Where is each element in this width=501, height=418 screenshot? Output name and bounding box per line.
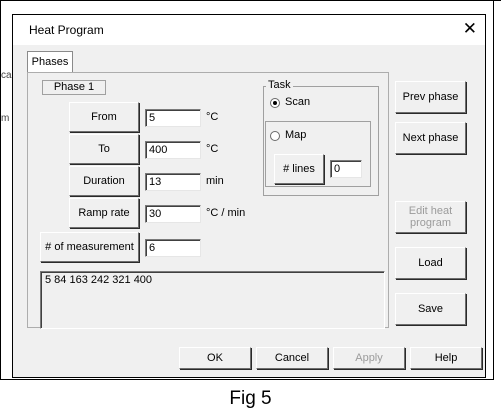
background-window-edge-top: [0, 0, 501, 1]
from-field[interactable]: 5: [145, 109, 201, 127]
lines-button[interactable]: # lines: [274, 154, 324, 184]
background-window-edge-left: [0, 0, 1, 380]
scan-radio-label[interactable]: Scan: [285, 96, 311, 108]
to-field[interactable]: 400: [145, 141, 201, 159]
number-of-measurement-field[interactable]: 6: [145, 239, 201, 257]
title-bar: Heat Program ✕: [13, 15, 485, 45]
apply-button[interactable]: Apply: [333, 347, 405, 369]
task-group-label: Task: [266, 79, 293, 91]
ramp-rate-button[interactable]: Ramp rate: [69, 198, 139, 228]
tab-phases[interactable]: Phases: [27, 51, 73, 73]
background-text-fragment: m: [1, 113, 10, 124]
map-radio-label[interactable]: Map: [285, 129, 307, 141]
scan-radio[interactable]: [270, 98, 280, 108]
prev-phase-button[interactable]: Prev phase: [395, 81, 466, 113]
map-radio[interactable]: [270, 131, 280, 141]
ramp-rate-unit: °C / min: [206, 207, 246, 219]
figure-caption: Fig 5: [229, 388, 272, 409]
background-window-edge-right: [493, 0, 494, 380]
load-button[interactable]: Load: [395, 247, 466, 279]
window-title: Heat Program: [29, 23, 104, 37]
map-group: [265, 121, 371, 187]
task-group: [263, 86, 379, 196]
phase-label: Phase 1: [42, 80, 106, 95]
lines-field[interactable]: 0: [330, 160, 362, 178]
next-phase-button[interactable]: Next phase: [395, 122, 466, 154]
to-unit: °C: [206, 143, 219, 155]
background-window-edge-bottom: [0, 379, 494, 380]
help-button[interactable]: Help: [410, 347, 482, 369]
duration-button[interactable]: Duration: [69, 166, 139, 196]
save-button[interactable]: Save: [395, 293, 466, 325]
ok-button[interactable]: OK: [179, 347, 251, 369]
close-icon[interactable]: ✕: [462, 19, 477, 39]
from-button[interactable]: From: [69, 102, 139, 132]
to-button[interactable]: To: [69, 134, 139, 164]
edit-heat-program-button[interactable]: Edit heat program: [395, 201, 466, 233]
number-of-measurement-button[interactable]: # of measurement: [40, 232, 139, 262]
duration-unit: min: [206, 175, 224, 187]
cancel-button[interactable]: Cancel: [256, 347, 328, 369]
from-unit: °C: [206, 111, 219, 123]
duration-field[interactable]: 13: [145, 173, 201, 191]
measurement-points-output: 5 84 163 242 321 400: [40, 271, 385, 329]
background-text-fragment: ca: [1, 70, 12, 81]
ramp-rate-field[interactable]: 30: [145, 205, 201, 223]
